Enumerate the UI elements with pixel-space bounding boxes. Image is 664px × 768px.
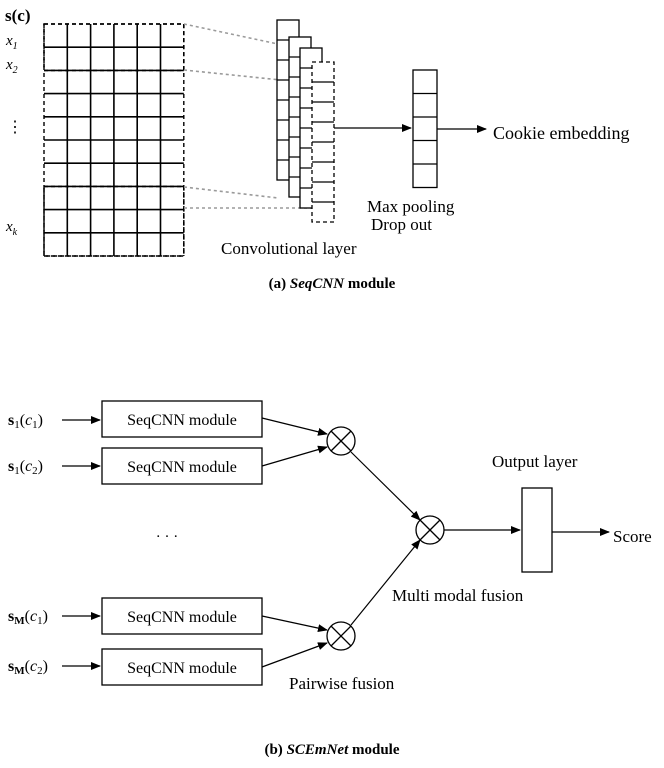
panel-a-caption-suffix: module: [344, 276, 396, 292]
convolutional-feature-maps: [276, 19, 335, 223]
arrow-pairwise-bottom-to-multimodal: [350, 539, 421, 626]
max-pooling-vector: [412, 69, 438, 189]
arrow-module1-to-fusion: [261, 417, 328, 436]
arrow-module2-to-fusion: [261, 445, 328, 467]
svg-text:SeqCNN module: SeqCNN module: [127, 412, 237, 429]
connector-bottom-1: [183, 186, 279, 199]
connector-top-1: [183, 23, 279, 45]
modules-ellipsis: · · ·: [156, 529, 179, 545]
svg-text:s1(c1): s1(c1): [8, 412, 43, 431]
seqcnn-module-box-2: SeqCNN module: [101, 447, 263, 485]
svg-text:s1(c2): s1(c2): [8, 458, 43, 477]
panel-a-caption: (a) SeqCNN module: [269, 276, 396, 292]
drop-out-label: Drop out: [371, 215, 432, 234]
arrow-module4-to-fusion: [261, 642, 328, 668]
multi-modal-fusion-node: [415, 515, 445, 545]
svg-text:SeqCNN module: SeqCNN module: [127, 459, 237, 476]
feature-map-4: [311, 61, 335, 223]
input-sequence-label: s(c): [5, 6, 30, 25]
row-label-xk: xk: [5, 219, 18, 238]
arrow-pairwise-top-to-multimodal: [350, 451, 421, 521]
panel-b-caption-name: SCEmNet: [287, 742, 350, 758]
svg-text:sM(c2): sM(c2): [8, 658, 48, 677]
seqcnn-module-box-3: SeqCNN module: [101, 597, 263, 635]
pairwise-fusion-node-bottom: [326, 621, 356, 651]
input-label-sM-c2: sM(c2): [8, 658, 48, 677]
cookie-embedding-label: Cookie embedding: [493, 123, 629, 143]
pairwise-fusion-node-top: [326, 426, 356, 456]
panel-a-caption-name: SeqCNN: [290, 276, 345, 292]
panel-b-caption: (b) SCEmNet module: [264, 742, 399, 758]
convolutional-layer-label: Convolutional layer: [221, 239, 357, 258]
arrow-module3-to-fusion: [261, 615, 328, 633]
max-pooling-label: Max pooling: [367, 197, 455, 216]
seqcnn-panel: s(c) x1 x2 ⋮ xk Cookie embedding Max poo…: [5, 6, 629, 292]
svg-text:SeqCNN module: SeqCNN module: [127, 609, 237, 626]
input-label-s1-c1: s1(c1): [8, 412, 43, 431]
window-top: [43, 23, 185, 72]
output-layer-box: [521, 487, 553, 573]
input-label-s1-c2: s1(c2): [8, 458, 43, 477]
embedding-matrix: [43, 23, 185, 257]
panel-a-caption-prefix: (a): [269, 276, 290, 292]
panel-b-caption-suffix: module: [348, 742, 400, 758]
multi-modal-fusion-label: Multi modal fusion: [392, 586, 524, 605]
svg-text:sM(c1): sM(c1): [8, 608, 48, 627]
scemnet-panel: s1(c1) s1(c2) sM(c1) sM(c2) SeqCNN modul…: [8, 400, 652, 758]
output-layer-label: Output layer: [492, 452, 578, 471]
seqcnn-module-box-1: SeqCNN module: [101, 400, 263, 438]
svg-text:SeqCNN module: SeqCNN module: [127, 660, 237, 677]
score-label: Score: [613, 527, 652, 546]
row-label-x2: x2: [5, 57, 18, 76]
row-label-x1: x1: [5, 33, 18, 52]
seqcnn-module-box-4: SeqCNN module: [101, 648, 263, 686]
input-label-sM-c1: sM(c1): [8, 608, 48, 627]
panel-b-caption-prefix: (b): [264, 742, 286, 758]
pairwise-fusion-label: Pairwise fusion: [289, 674, 395, 693]
row-label-vertical-ellipsis: ⋮: [7, 119, 23, 136]
